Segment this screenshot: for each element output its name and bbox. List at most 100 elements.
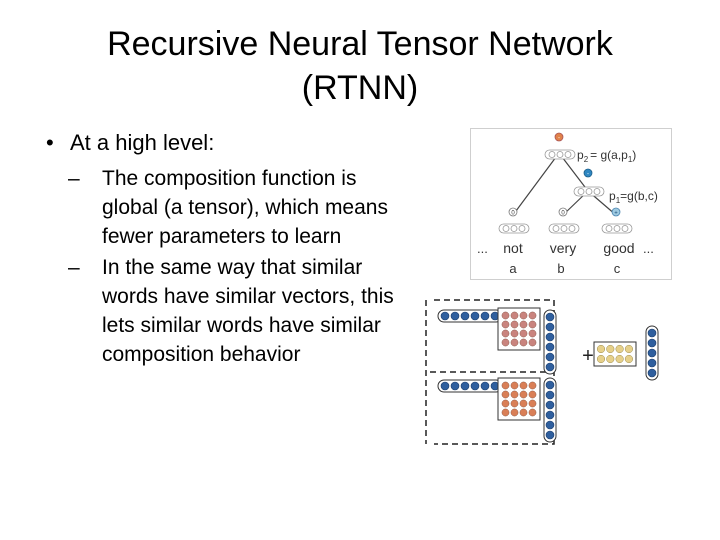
bottom-matrix-cell xyxy=(519,408,528,417)
bias-matrix-cell xyxy=(615,344,624,354)
root-vector xyxy=(544,149,576,160)
bottom-matrix-cell xyxy=(501,390,510,399)
top-matrix-cell xyxy=(528,329,537,338)
bottom-matrix-cell xyxy=(528,390,537,399)
bottom-matrix-cell xyxy=(510,399,519,408)
top-matrix-cell xyxy=(501,338,510,347)
right-column-vector-cell xyxy=(647,358,657,368)
bias-matrix-cell xyxy=(596,354,606,364)
top-matrix-cell xyxy=(510,320,519,329)
root-node-label: - xyxy=(558,136,560,142)
top-column-vector-cell xyxy=(545,362,555,372)
subbullet-item-1: – The composition function is global (a … xyxy=(68,164,406,251)
p1-equation: p1=g(b,c) xyxy=(609,189,658,205)
bias-matrix-cell xyxy=(624,354,633,364)
bullet-marker: • xyxy=(46,130,54,155)
title-line-2: (RTNN) xyxy=(301,69,419,107)
subbullet-text: In the same way that similar words have … xyxy=(102,256,394,366)
subbullet-item-2: – In the same way that similar words hav… xyxy=(68,253,406,369)
bias-matrix-cell xyxy=(606,354,615,364)
leaf-node-a: 0 xyxy=(498,207,530,234)
bullet-text: At a high level: xyxy=(70,130,215,155)
bottom-matrix-cell xyxy=(501,408,510,417)
right-column-vector-cell xyxy=(647,338,657,348)
p1-vector xyxy=(573,186,605,197)
bottom-row-vector-cell xyxy=(480,381,490,391)
top-matrix-cell xyxy=(510,329,519,338)
leaf-node-b: 0 xyxy=(548,207,580,234)
top-column-vector-cell xyxy=(545,352,555,362)
top-matrix-cell xyxy=(501,320,510,329)
bottom-matrix-cell xyxy=(528,381,537,390)
bottom-row-vector-cell xyxy=(470,381,480,391)
top-matrix-cell xyxy=(510,311,519,320)
bias-matrix-cell xyxy=(624,344,633,354)
top-matrix-cell xyxy=(519,329,528,338)
top-column-vector-cell xyxy=(545,322,555,332)
p1-node-marker xyxy=(583,168,593,178)
bottom-row-vector-cell xyxy=(460,381,470,391)
ellipsis-right: ... xyxy=(643,241,654,256)
top-row-vector-cell xyxy=(450,311,460,321)
top-matrix-cell xyxy=(519,311,528,320)
bottom-matrix-cell xyxy=(510,408,519,417)
bottom-matrix-cell xyxy=(510,390,519,399)
top-row-vector-cell xyxy=(480,311,490,321)
p1-node-label: - xyxy=(587,172,589,178)
letter-c: c xyxy=(614,261,621,276)
word-very: very xyxy=(550,240,576,256)
bottom-matrix-cell xyxy=(501,381,510,390)
root-node-marker xyxy=(554,132,564,142)
top-matrix-cell xyxy=(519,320,528,329)
bottom-matrix-cell xyxy=(501,399,510,408)
top-column-vector-cell xyxy=(545,332,555,342)
top-row-vector-cell xyxy=(460,311,470,321)
root-node: - xyxy=(544,132,576,160)
letter-b: b xyxy=(557,261,564,276)
subbullet-marker: – xyxy=(68,167,80,190)
ellipsis-left: ... xyxy=(477,241,488,256)
plus-sign: + xyxy=(582,345,594,367)
tensor-figure: + xyxy=(420,296,670,448)
top-matrix-cell xyxy=(501,311,510,320)
slide-title: Recursive Neural Tensor Network (RTNN) xyxy=(40,22,680,110)
bottom-matrix-cell xyxy=(528,408,537,417)
tensor-svg: + xyxy=(425,299,659,445)
bullet-item: • At a high level: xyxy=(46,128,406,158)
bias-matrix-cell xyxy=(615,354,624,364)
svg-text:0: 0 xyxy=(511,211,515,217)
top-matrix-cell xyxy=(510,338,519,347)
bottom-column-vector-cell xyxy=(545,380,555,390)
word-good: good xyxy=(603,240,634,256)
parse-tree-figure: - p2= g(a,p1) - p1=g(b,c) 0 xyxy=(470,128,672,280)
top-matrix-cell xyxy=(528,311,537,320)
top-matrix-cell xyxy=(519,338,528,347)
top-column-vector-cell xyxy=(545,312,555,322)
bias-matrix-cell xyxy=(596,344,606,354)
top-matrix-cell xyxy=(528,320,537,329)
title-line-1: Recursive Neural Tensor Network xyxy=(107,25,613,63)
p2-equation: p2= g(a,p1) xyxy=(577,148,636,164)
bottom-column-vector-cell xyxy=(545,400,555,410)
letter-a: a xyxy=(509,261,517,276)
svg-text:0: 0 xyxy=(561,211,565,217)
p1-node: - xyxy=(573,168,605,197)
bullet-list: • At a high level: – The composition fun… xyxy=(46,128,406,369)
bottom-column-vector-cell xyxy=(545,410,555,420)
word-not: not xyxy=(503,240,523,256)
bottom-column-vector-cell xyxy=(545,390,555,400)
leaf-node-c: + xyxy=(601,207,633,234)
bias-matrix-cell xyxy=(606,344,615,354)
bottom-column-vector-cell xyxy=(545,430,555,440)
top-row-vector-cell xyxy=(440,311,450,321)
right-column-vector-cell xyxy=(647,368,657,378)
svg-text:+: + xyxy=(614,211,618,217)
bottom-matrix-cell xyxy=(510,381,519,390)
tree-edges xyxy=(512,152,617,216)
top-matrix-cell xyxy=(501,329,510,338)
parse-tree-svg: - p2= g(a,p1) - p1=g(b,c) 0 xyxy=(477,132,658,276)
top-row-vector-cell xyxy=(470,311,480,321)
right-column-vector-cell xyxy=(647,328,657,338)
right-column-vector-cell xyxy=(647,348,657,358)
subbullet-text: The composition function is global (a te… xyxy=(102,167,388,248)
